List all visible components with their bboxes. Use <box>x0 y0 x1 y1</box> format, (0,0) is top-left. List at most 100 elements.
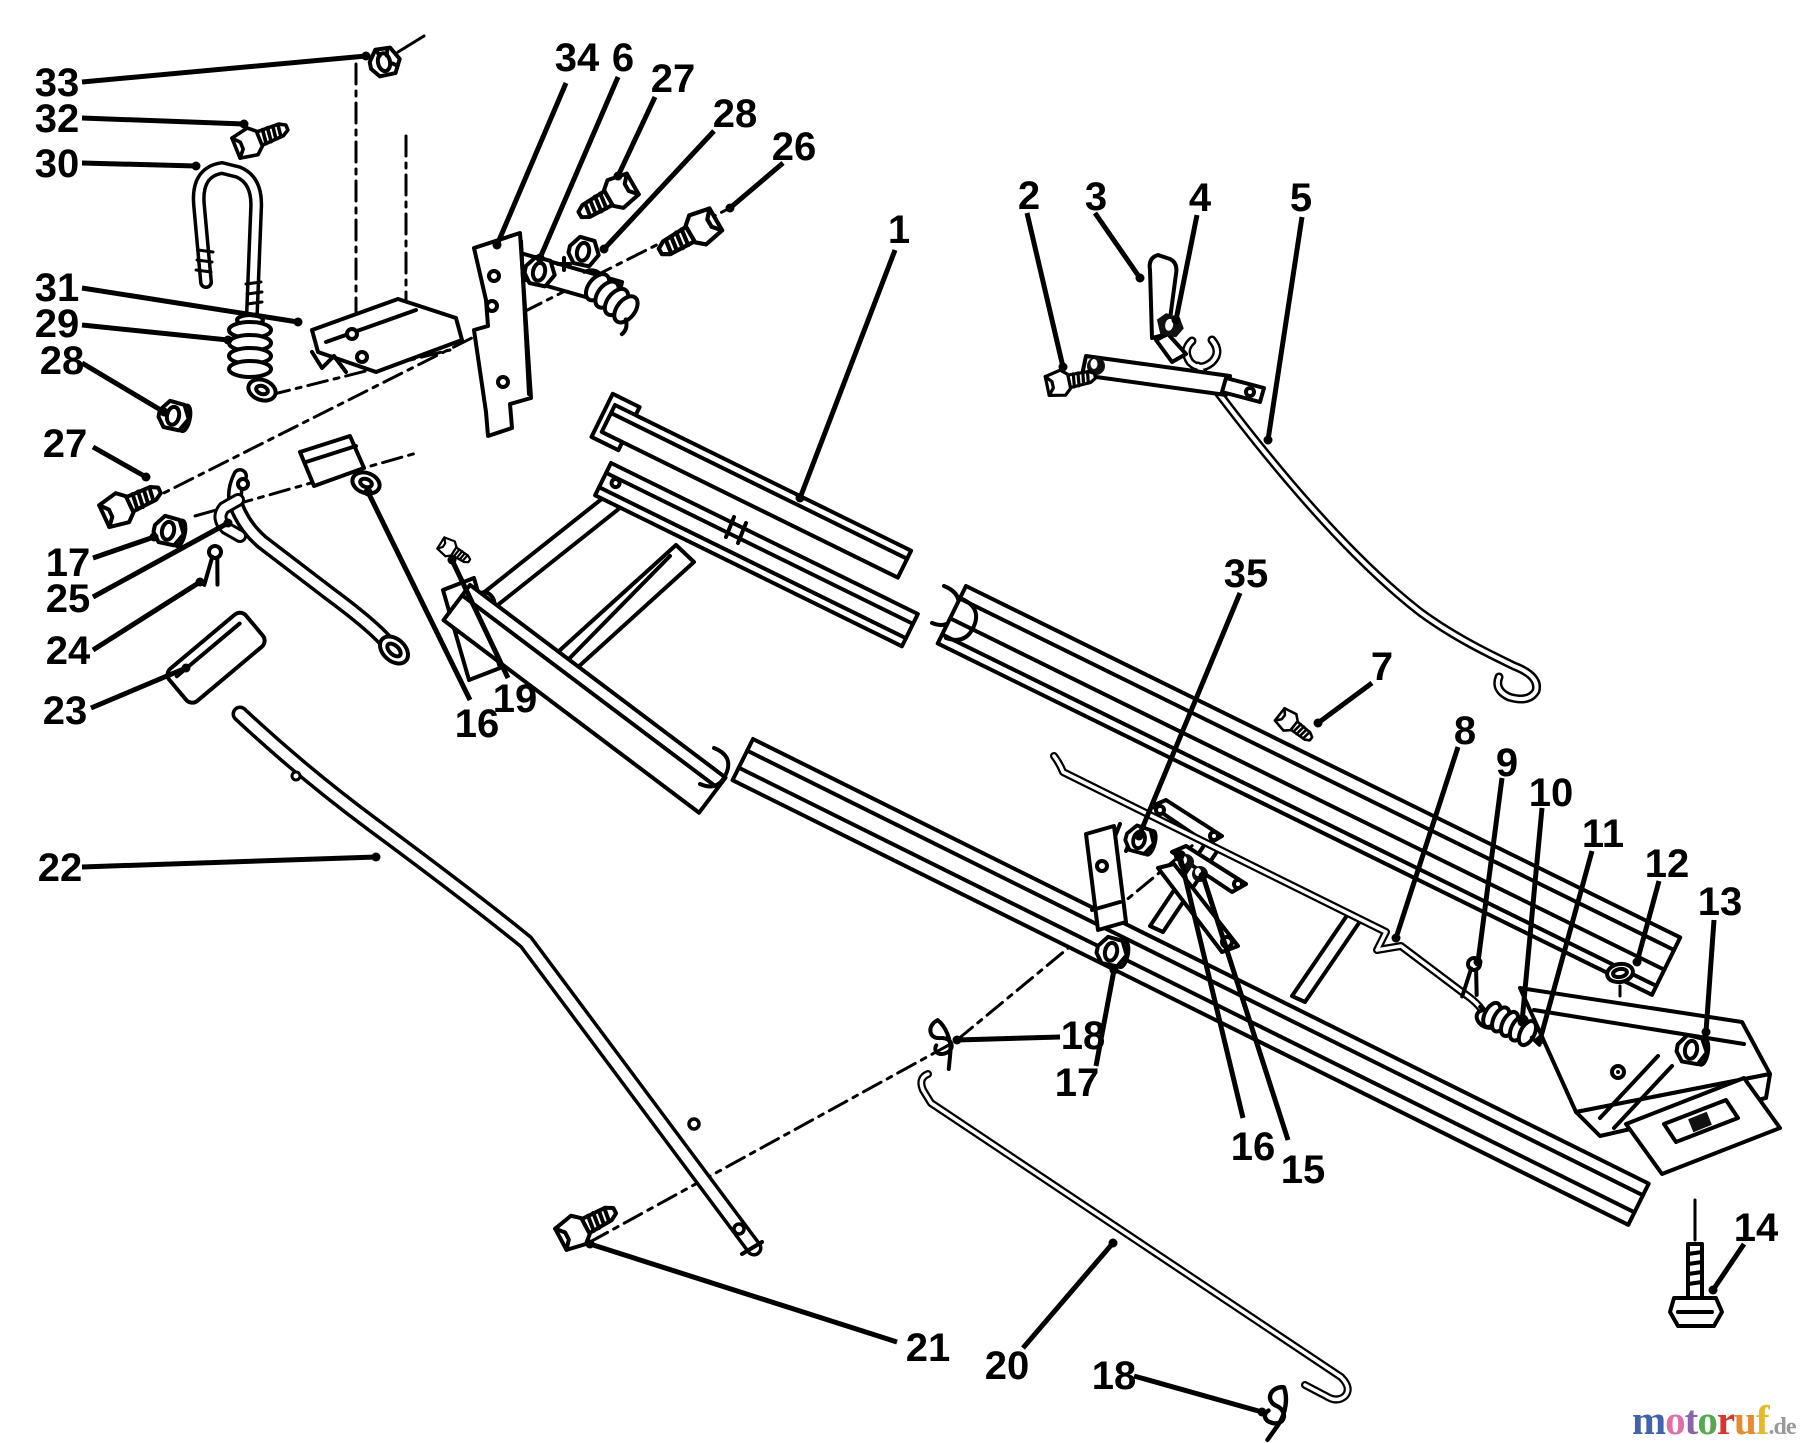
lift-rod-5 <box>1182 335 1542 704</box>
leader-dot <box>535 253 545 263</box>
leader-line-7 <box>1316 680 1374 726</box>
spring <box>582 268 640 337</box>
leader-line-14 <box>1710 1242 1747 1292</box>
main-frame-rear-rail <box>935 584 1683 997</box>
leader-dot <box>1473 957 1483 967</box>
part-label-5: 5 <box>1290 176 1312 220</box>
leader-dot <box>725 203 735 213</box>
part-label-33: 33 <box>35 61 80 105</box>
leader-dot <box>1135 273 1145 283</box>
part-label-19: 19 <box>493 677 538 721</box>
part-label-7: 7 <box>1371 645 1393 689</box>
part-label-11: 11 <box>1582 812 1624 856</box>
front-left-rail <box>441 583 728 815</box>
leader-line-32 <box>81 115 245 127</box>
part-label-23: 23 <box>43 689 88 733</box>
part-label-9: 9 <box>1496 741 1518 785</box>
part-label-20: 20 <box>985 1344 1030 1388</box>
leader-dot <box>613 171 623 181</box>
leader-line-16 <box>365 490 473 702</box>
part-label-6: 6 <box>612 36 634 80</box>
leader-dot <box>1391 933 1401 943</box>
front-hitch-cluster <box>95 34 724 705</box>
leader-dot <box>585 1239 595 1249</box>
part-label-15: 15 <box>1281 1148 1326 1192</box>
leader-dot <box>223 518 233 528</box>
leader-line-21 <box>589 1241 898 1345</box>
part-label-4: 4 <box>1189 176 1212 220</box>
spring-10 <box>1478 1000 1542 1048</box>
o-ring-12 <box>1605 961 1635 985</box>
leader-dot <box>795 493 805 503</box>
part-label-35: 35 <box>1224 552 1269 596</box>
leader-dot <box>191 161 201 171</box>
leader-line-30 <box>81 160 197 169</box>
part-label-27: 27 <box>651 57 696 101</box>
logo-letter: m <box>1632 1397 1666 1443</box>
leader-dot <box>363 487 373 497</box>
spring-29 <box>227 313 273 379</box>
leader-dot <box>1198 871 1208 881</box>
motoruf-logo[interactable]: motoruf.de <box>1632 1396 1796 1443</box>
washer <box>243 373 281 407</box>
leader-line-23 <box>90 665 187 711</box>
bracket-31 <box>298 297 464 488</box>
part-label-12: 12 <box>1645 842 1690 886</box>
leader-line-35 <box>1136 592 1243 837</box>
leader-line-5 <box>1265 216 1305 441</box>
leader-dot <box>1108 1238 1118 1248</box>
lift-hook-lever-25 <box>213 468 410 666</box>
leader-line-3 <box>1092 211 1143 280</box>
leader-line-33 <box>81 53 367 85</box>
leader-line-15 <box>1200 875 1291 1141</box>
logo-letters: motoruf <box>1632 1397 1769 1443</box>
leader-line-24 <box>91 579 202 653</box>
leader-dot <box>1109 965 1119 975</box>
leader-line-34 <box>494 82 569 246</box>
leader-line-9 <box>1475 777 1505 963</box>
part-label-28: 28 <box>713 92 758 136</box>
hairpin-clip-18 <box>926 1016 960 1074</box>
part-label-1: 1 <box>888 208 910 252</box>
leader-dot <box>599 244 609 254</box>
leader-line-22 <box>81 854 377 870</box>
leader-dot <box>1257 1407 1267 1417</box>
leader-dot <box>149 532 159 542</box>
leader-line-17 <box>1093 969 1117 1067</box>
part-label-25: 25 <box>46 577 91 621</box>
part-label-31: 31 <box>35 266 80 310</box>
part-label-28: 28 <box>40 339 85 383</box>
part-label-30: 30 <box>35 142 80 186</box>
leader-line-27 <box>91 444 148 480</box>
nut-33 <box>365 43 405 80</box>
channel-end <box>944 596 979 642</box>
part-label-18: 18 <box>1092 1354 1137 1398</box>
leader-dot <box>223 335 233 345</box>
leader-line-17 <box>92 534 155 561</box>
leader-line-11 <box>1537 850 1595 1041</box>
part-label-3: 3 <box>1085 175 1107 219</box>
logo-letter: t <box>1684 1397 1699 1443</box>
leader-line-27 <box>615 95 658 178</box>
leader-line-16 <box>1177 855 1246 1119</box>
u-bolt-30 <box>191 161 264 319</box>
part-label-13: 13 <box>1698 880 1743 924</box>
part-label-17: 17 <box>46 541 91 585</box>
part-label-14: 14 <box>1734 1206 1779 1250</box>
part-label-22: 22 <box>38 846 83 890</box>
leader-dot <box>239 119 249 129</box>
cotter-pin-24 <box>202 544 223 587</box>
leader-dot <box>1632 957 1642 967</box>
channel-end <box>698 746 731 789</box>
leader-line-18 <box>1133 1373 1263 1415</box>
leader-dot <box>181 663 191 673</box>
leader-line-12 <box>1634 880 1662 963</box>
leader-dot <box>1535 1035 1545 1045</box>
assembly-centerlines <box>138 62 1696 1244</box>
bolt-26 <box>652 205 724 266</box>
control-lever-assembly <box>1042 253 1266 404</box>
leader-line-28 <box>602 129 716 251</box>
rear-left-rail <box>593 461 920 649</box>
